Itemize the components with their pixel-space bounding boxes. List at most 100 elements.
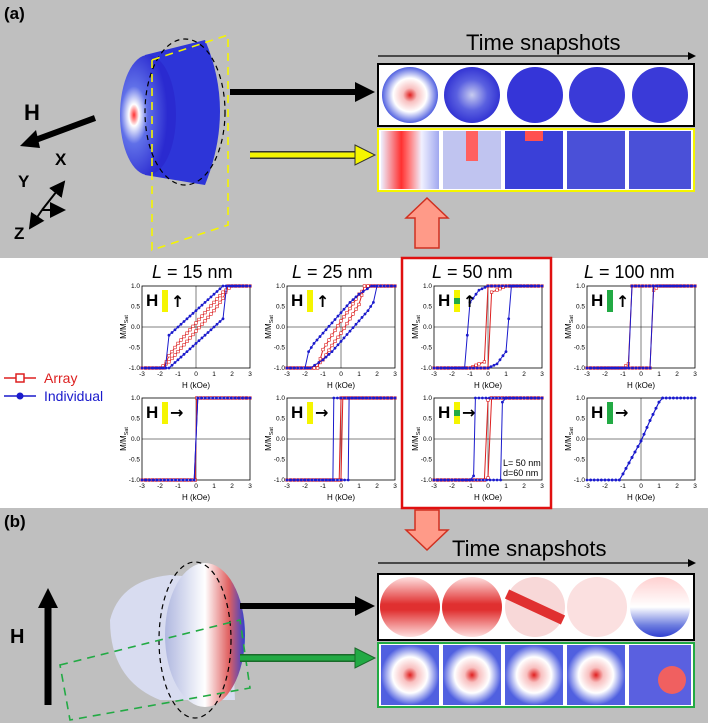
x-tick-label: 2 [230,371,234,378]
data-point [318,357,322,361]
data-point [369,305,373,308]
data-point [523,396,526,400]
data-point [474,363,478,367]
x-tick-label: -3 [284,371,290,378]
data-point [203,319,207,323]
data-point [351,326,355,330]
data-point [226,396,230,400]
data-point [192,478,196,482]
data-point [173,353,177,357]
data-point [486,476,490,480]
data-point [221,317,225,321]
x-tick-label: 0 [486,371,490,378]
data-point [244,396,248,400]
x-tick-label: -2 [157,371,163,378]
data-point [382,396,386,400]
data-point [342,336,346,340]
y-tick-label: 0.5 [131,416,140,423]
x-tick-label: -3 [431,371,437,378]
data-point [339,319,343,323]
x-tick-label: 3 [693,483,697,490]
data-point [324,328,328,332]
data-point [179,355,183,359]
data-point [212,325,216,329]
column-title-4: L = 100 nm [584,262,675,282]
y-tick-label: 0.0 [576,324,585,331]
x-tick-label: 3 [393,371,397,378]
data-point [194,321,198,325]
data-point [592,478,596,482]
x-tick-label: -3 [139,483,145,490]
data-point [533,396,537,400]
data-point [197,317,201,322]
data-point [668,396,672,400]
x-tick-label: 1 [212,371,216,378]
data-point [309,346,313,349]
inset-arrow-up-icon: ↑ [316,292,329,311]
data-point [486,284,490,288]
data-point [486,366,490,370]
data-point [504,350,508,353]
data-point [477,396,481,400]
x-tick-label: -1 [320,371,326,378]
data-point [655,284,658,288]
data-point [634,366,638,370]
data-point [363,312,367,316]
x-tick-label: 1 [504,483,508,490]
data-point [185,478,189,482]
y-axis-label: M/MSat [119,315,130,339]
data-point [336,396,339,400]
inset-cylinder [307,290,313,312]
data-point [533,284,537,288]
data-point [672,396,675,400]
x-axis-label: H (kOe) [627,381,655,390]
inset-cylinder [607,402,613,424]
data-point [393,284,397,288]
data-point [182,334,186,339]
data-point [339,478,343,482]
legend-array: Array [44,370,78,386]
x-axis-label: H (kOe) [182,493,210,502]
data-point [188,347,192,351]
panel-a-label: (a) [4,4,25,23]
data-point [336,478,339,482]
data-point [212,300,216,305]
data-point [679,284,683,288]
data-point [664,396,668,400]
inset-cylinder [307,402,313,424]
x-tick-label: 0 [639,371,643,378]
y-axis-label: M/MSat [411,427,422,451]
x-tick-label: 3 [393,483,397,490]
data-point [633,450,637,454]
data-point [511,284,515,288]
y-tick-label: 0.0 [423,436,432,443]
data-point [345,333,349,336]
data-point [501,354,505,358]
data-point [360,316,364,319]
x-tick-label: 0 [339,371,343,378]
data-point [151,478,155,482]
data-point [468,301,472,304]
data-point [179,346,183,350]
series-individual-down [434,285,542,369]
data-point [495,396,498,400]
x-axis-label: H (kOe) [474,381,502,390]
legend-individual: Individual [44,388,104,404]
inset-arrow-right-icon: → [170,403,183,422]
data-point [465,333,469,337]
data-point [299,478,303,482]
data-point [501,284,504,288]
data-point [658,284,662,288]
data-point [333,339,337,343]
data-point [182,320,186,323]
data-point [491,396,495,400]
data-point [166,478,170,482]
data-point [173,345,177,350]
data-point [200,322,204,326]
data-point [303,478,307,482]
data-point [457,478,461,482]
data-point [203,311,207,315]
data-point [233,396,237,400]
y-tick-label: 0.0 [423,324,432,331]
